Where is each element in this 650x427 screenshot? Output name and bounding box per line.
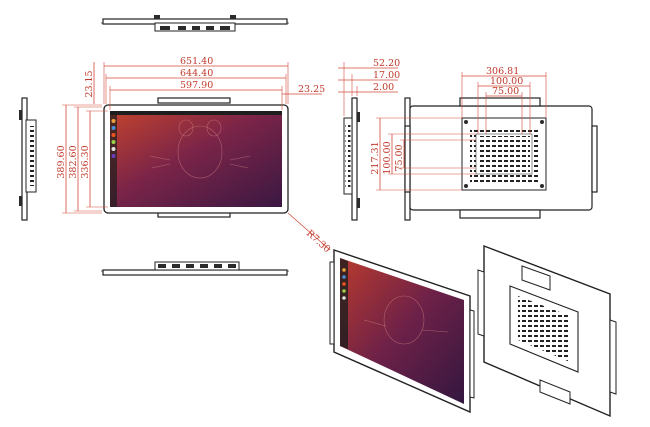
vesa-inner-width-label: 75.00 xyxy=(492,86,519,97)
right-margin-label: 23.25 xyxy=(298,84,325,95)
depth-front-label: 2.00 xyxy=(373,82,394,93)
rear-view xyxy=(404,97,598,221)
height-outer-label: 389.60 xyxy=(56,145,67,178)
width-inner-label: 597.90 xyxy=(180,80,213,91)
wallpaper-mascot xyxy=(149,119,251,179)
vesa-mid-width-label: 100.00 xyxy=(490,76,523,87)
radius-label: R7.30 xyxy=(304,228,332,255)
width-outer-label: 651.40 xyxy=(180,56,213,67)
top-margin-label: 23.15 xyxy=(84,70,95,97)
height-inner-label: 336.30 xyxy=(80,145,91,178)
side-dimensions: 52.20 17.00 2.00 xyxy=(338,58,400,116)
vesa-outer-height-label: 217.31 xyxy=(370,141,381,174)
rear-dimensions: 306.81 100.00 75.00 217.31 100.00 75.00 xyxy=(370,66,547,191)
bottom-view xyxy=(101,261,289,276)
width-mid-label: 644.40 xyxy=(180,68,213,79)
left-side-view xyxy=(19,97,37,221)
depth-total-label: 52.20 xyxy=(373,58,400,69)
front-view xyxy=(103,97,289,218)
vesa-outer-width-label: 306.81 xyxy=(486,66,519,77)
dock-icons xyxy=(111,119,116,158)
top-view xyxy=(101,15,289,32)
depth-mid-label: 17.00 xyxy=(373,70,400,81)
perspective-rear-view xyxy=(477,244,617,418)
side-view xyxy=(343,97,360,221)
height-mid-label: 382.60 xyxy=(68,145,79,178)
perspective-front-view xyxy=(329,249,475,414)
screen-display xyxy=(110,111,282,207)
vesa-mid-height-label: 100.00 xyxy=(382,141,393,174)
vesa-inner-height-label: 75.00 xyxy=(394,144,405,171)
